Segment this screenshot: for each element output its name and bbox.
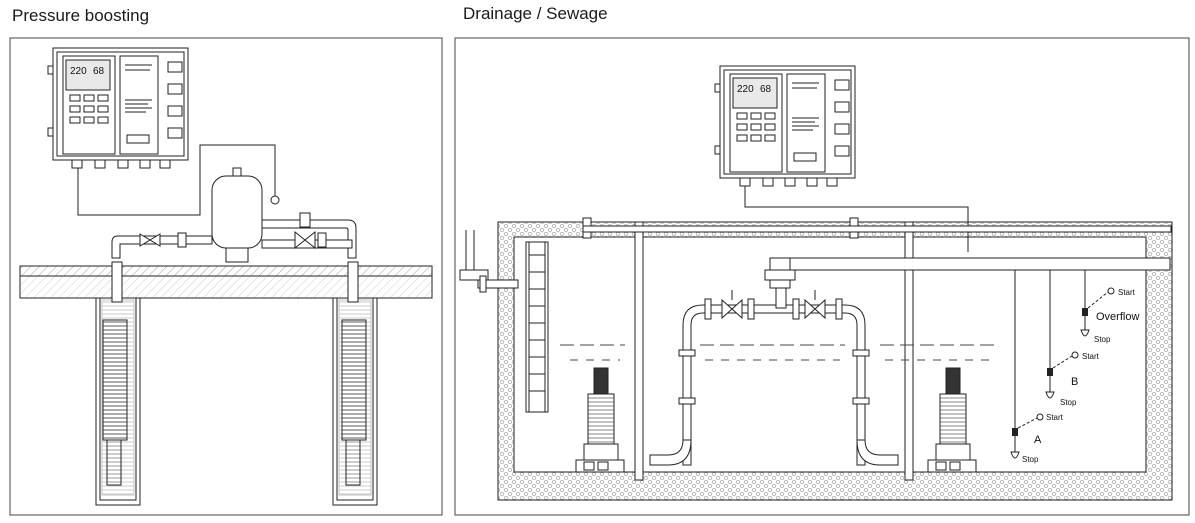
pressure-boosting-title: Pressure boosting <box>12 6 150 25</box>
control-panel-right <box>714 65 856 187</box>
left-panel-frame <box>9 37 443 516</box>
display-left-value-2: 220 <box>737 84 754 95</box>
discharge-piping-right <box>649 257 899 466</box>
drainage-sewage-title: Drainage / Sewage <box>463 4 608 23</box>
control-panel-left <box>47 47 189 169</box>
display-right-value-2: 68 <box>760 84 772 95</box>
b-start-label: Start <box>1082 352 1100 361</box>
overflow-start-label: Start <box>1118 288 1136 297</box>
b-label: B <box>1071 376 1078 388</box>
float-switch-b <box>1045 351 1079 399</box>
pressure-vessel <box>211 167 280 263</box>
a-stop-label: Stop <box>1022 455 1039 464</box>
borehole-right <box>332 261 378 506</box>
water-surface <box>560 344 1000 361</box>
submersible-pump-left <box>575 367 625 473</box>
ground-slab-left <box>19 265 433 299</box>
submersible-pump-right <box>927 367 977 473</box>
display-right-value: 68 <box>93 66 105 77</box>
float-switch-cables <box>1014 270 1086 430</box>
a-label: A <box>1034 434 1042 446</box>
float-switch-a <box>1010 413 1044 459</box>
discharge-piping-left <box>111 212 357 259</box>
borehole-left <box>95 261 141 506</box>
inlet-pipe <box>459 230 519 293</box>
right-panel-frame <box>454 37 1190 516</box>
a-start-label: Start <box>1046 413 1064 422</box>
b-stop-label: Stop <box>1060 398 1077 407</box>
float-switch-overflow <box>1080 287 1115 337</box>
control-cables-left <box>77 144 276 216</box>
display-left-value: 220 <box>70 66 87 77</box>
overflow-stop-label: Stop <box>1094 335 1111 344</box>
sump-pit <box>497 221 1173 501</box>
ladder <box>525 241 549 413</box>
overflow-label: Overflow <box>1096 311 1139 323</box>
